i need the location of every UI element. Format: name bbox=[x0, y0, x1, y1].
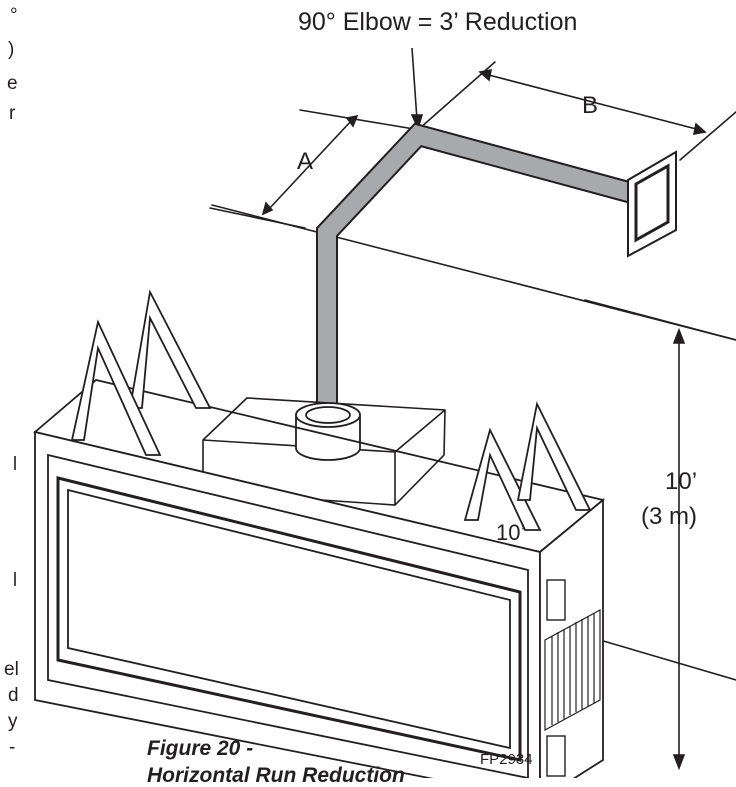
dimension-a-label: A bbox=[297, 148, 314, 175]
height-value-label: 10’ bbox=[665, 468, 698, 495]
cropped-text-fragment: e bbox=[7, 73, 18, 94]
wall-base-line bbox=[599, 639, 736, 681]
cropped-text-fragment: d bbox=[8, 685, 19, 706]
overlap-height-label: 10’ bbox=[496, 520, 526, 545]
dimension-b-arrow-right bbox=[692, 122, 707, 135]
elbow-leader-arrow bbox=[410, 114, 424, 131]
side-grille bbox=[544, 608, 601, 732]
cropped-text-fragment: ) bbox=[8, 39, 15, 60]
cropped-text-fragment: y bbox=[8, 711, 18, 732]
dimension-a-arrow-top bbox=[345, 114, 359, 128]
termination-cap bbox=[627, 150, 677, 258]
cropped-text-fragment: el bbox=[4, 659, 19, 680]
vent-collar bbox=[295, 402, 361, 461]
dimension-a-extension-bottom bbox=[209, 207, 306, 229]
dimension-b-line bbox=[484, 73, 701, 131]
figure-code: FP2934 bbox=[480, 751, 533, 768]
cropped-text-fragment: r bbox=[9, 103, 16, 124]
height-metric-label: (3 m) bbox=[641, 503, 697, 530]
height-arrow-bottom bbox=[672, 754, 686, 771]
height-extension-top bbox=[584, 299, 736, 341]
dimension-a-extension-top bbox=[299, 109, 421, 131]
dimension-b-label: B bbox=[582, 92, 599, 119]
dimension-b-arrow-left bbox=[478, 69, 493, 82]
dimension-a-arrow-bottom bbox=[261, 201, 274, 216]
dimension-a-line bbox=[267, 119, 353, 211]
cropped-text-fragment: - bbox=[9, 737, 16, 758]
height-arrow-top bbox=[672, 327, 686, 344]
figure-caption-title: Horizontal Run Reduction bbox=[147, 764, 405, 787]
side-mounting-brackets bbox=[546, 579, 566, 777]
cropped-text-fragment: ° bbox=[10, 5, 18, 26]
standoff-brackets bbox=[70, 289, 592, 531]
elbow-leader-line bbox=[411, 47, 418, 121]
figure-caption-number: Figure 20 - bbox=[147, 737, 254, 760]
vent-pipe-fill bbox=[318, 124, 635, 418]
elbow-reduction-note: 90° Elbow = 3’ Reduction bbox=[298, 8, 578, 36]
dimension-b-extension-right bbox=[679, 111, 736, 161]
